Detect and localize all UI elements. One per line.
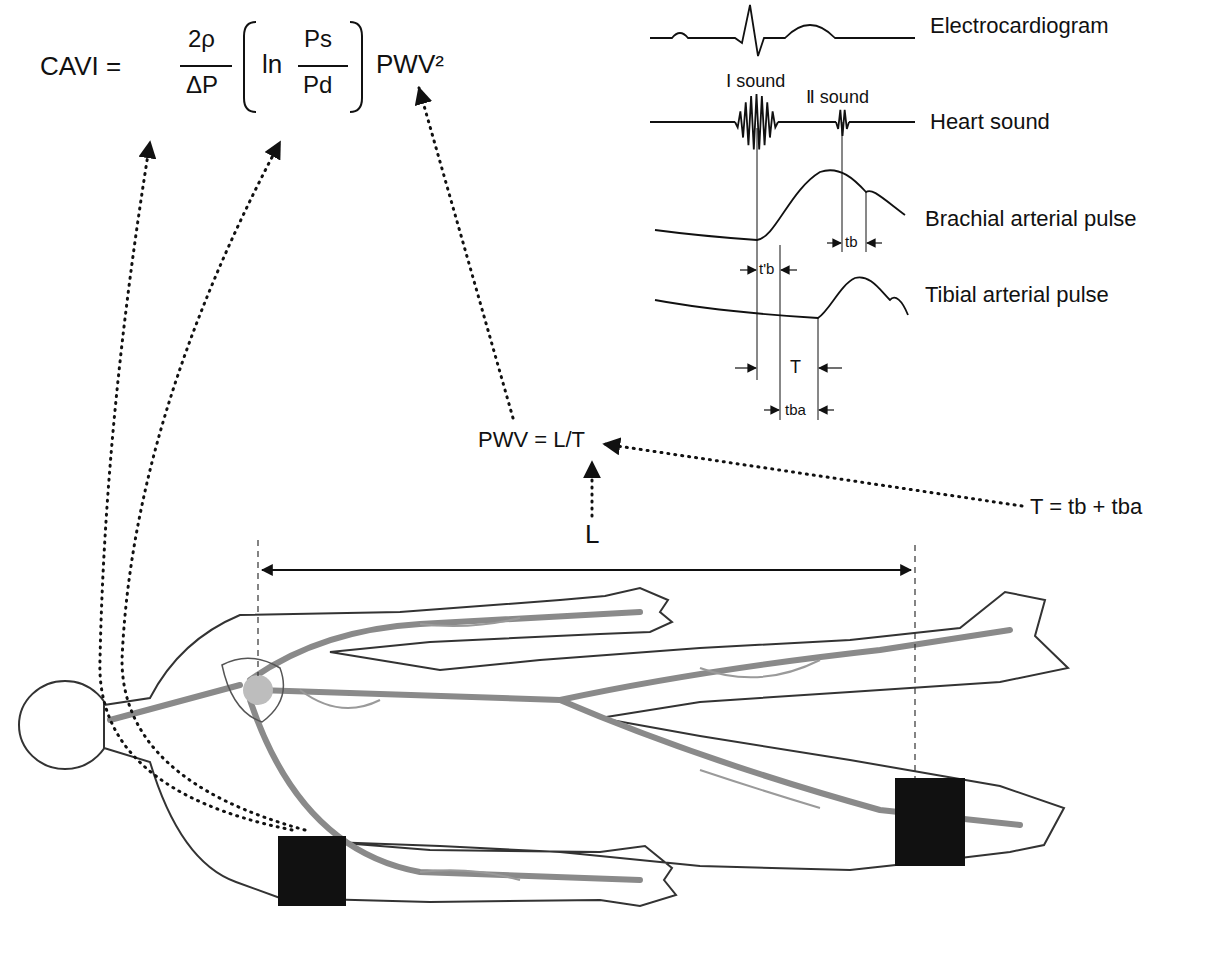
event-label: Ⅰ sound — [726, 71, 785, 91]
path-shape — [300, 690, 380, 708]
timing-arrows — [735, 243, 882, 410]
formula-denominator-holder: Pd — [303, 72, 332, 98]
line-shape — [914, 545, 915, 778]
path-shape — [350, 22, 362, 112]
signal-name-holder: Brachial arterial pulse — [925, 207, 1137, 231]
line-shape — [298, 65, 348, 67]
path-shape — [700, 660, 820, 677]
distance-label: L — [585, 519, 599, 549]
line-shape — [757, 128, 758, 380]
line-shape — [819, 367, 842, 368]
line-shape — [867, 242, 882, 243]
event-label: Ⅱ sound — [806, 87, 869, 107]
formula-numerator-holder: Ps — [304, 26, 332, 52]
formula-denominator: Pd — [303, 71, 332, 98]
line-shape — [819, 409, 834, 410]
body-figure — [19, 588, 1068, 906]
path-shape — [560, 630, 1010, 700]
signal-name: Tibial arterial pulse — [925, 282, 1109, 307]
waveforms — [650, 5, 915, 318]
body-outline — [104, 588, 1068, 906]
signal-name-holder: Heart sound — [930, 110, 1050, 134]
arteries — [110, 612, 1020, 880]
line-shape — [735, 367, 756, 368]
interval-label-holder: tb — [845, 234, 858, 251]
line-shape — [818, 318, 819, 420]
path-shape — [419, 88, 513, 418]
line-shape — [262, 569, 911, 571]
line-shape — [781, 269, 797, 270]
line-shape — [827, 242, 841, 243]
formula-term-holder: PWV² — [376, 50, 444, 79]
interval-label: T — [790, 357, 801, 377]
formula-term-holder: ln — [262, 50, 282, 79]
signal-name-holder: Electrocardiogram — [930, 14, 1109, 38]
path-shape — [250, 612, 640, 680]
equation-holder: T = tb + tba — [1030, 495, 1142, 519]
interval-label-holder: T — [790, 358, 801, 378]
distance-lines — [258, 540, 915, 778]
heart — [243, 675, 273, 705]
path-shape — [700, 770, 820, 808]
distance-label-holder: L — [585, 520, 599, 549]
path-shape — [591, 462, 594, 516]
arm-cuff — [278, 836, 346, 906]
interval-label-holder: tba — [785, 402, 806, 419]
formula-denominator: ΔP — [186, 71, 218, 98]
formula-numerator-holder: 2ρ — [188, 26, 215, 52]
formula-numerator: Ps — [304, 25, 332, 52]
path-shape — [110, 685, 240, 720]
equation-holder: PWV = L/T — [478, 428, 585, 452]
line-shape — [257, 540, 258, 676]
interval-label: t'b — [759, 260, 774, 277]
formula-numerator: 2ρ — [188, 25, 215, 52]
line-shape — [780, 245, 781, 420]
formula-term: CAVI = — [40, 51, 121, 81]
heart-outline — [222, 658, 283, 722]
event-label-holder: Ⅱ sound — [806, 88, 869, 108]
interval-label: tba — [785, 401, 806, 418]
path-shape — [122, 142, 305, 830]
path-shape — [604, 444, 1022, 506]
path-shape — [100, 142, 292, 830]
signal-name: Electrocardiogram — [930, 13, 1109, 38]
brachial-pulse-trace — [655, 170, 905, 240]
ankle-cuff — [895, 778, 965, 866]
path-shape — [420, 618, 520, 626]
timing-lines — [757, 122, 866, 420]
ecg-trace — [650, 5, 915, 56]
interval-label-holder: t'b — [759, 261, 774, 278]
equation: T = tb + tba — [1030, 494, 1142, 519]
formula-term: PWV² — [376, 49, 444, 79]
line-shape — [180, 65, 232, 67]
minor-arteries — [300, 618, 820, 880]
signal-name: Heart sound — [930, 109, 1050, 134]
path-shape — [420, 870, 520, 880]
event-label-holder: Ⅰ sound — [726, 72, 785, 92]
line-shape — [866, 192, 867, 252]
dotted-arrows — [100, 88, 1022, 830]
interval-label: tb — [845, 233, 858, 250]
formula-denominator-holder: ΔP — [186, 72, 218, 98]
signal-name: Brachial arterial pulse — [925, 206, 1137, 231]
signal-name-holder: Tibial arterial pulse — [925, 283, 1109, 307]
head — [19, 681, 111, 769]
line-shape — [740, 269, 756, 270]
formula-strokes — [180, 22, 362, 112]
heart-sound-baseline — [650, 121, 915, 123]
path-shape — [244, 22, 256, 112]
line-shape — [764, 409, 779, 410]
equation: PWV = L/T — [478, 427, 585, 452]
formula-term: ln — [262, 49, 282, 79]
formula-term-holder: CAVI = — [40, 52, 121, 81]
line-shape — [842, 122, 843, 252]
tibial-pulse-trace — [655, 277, 908, 318]
